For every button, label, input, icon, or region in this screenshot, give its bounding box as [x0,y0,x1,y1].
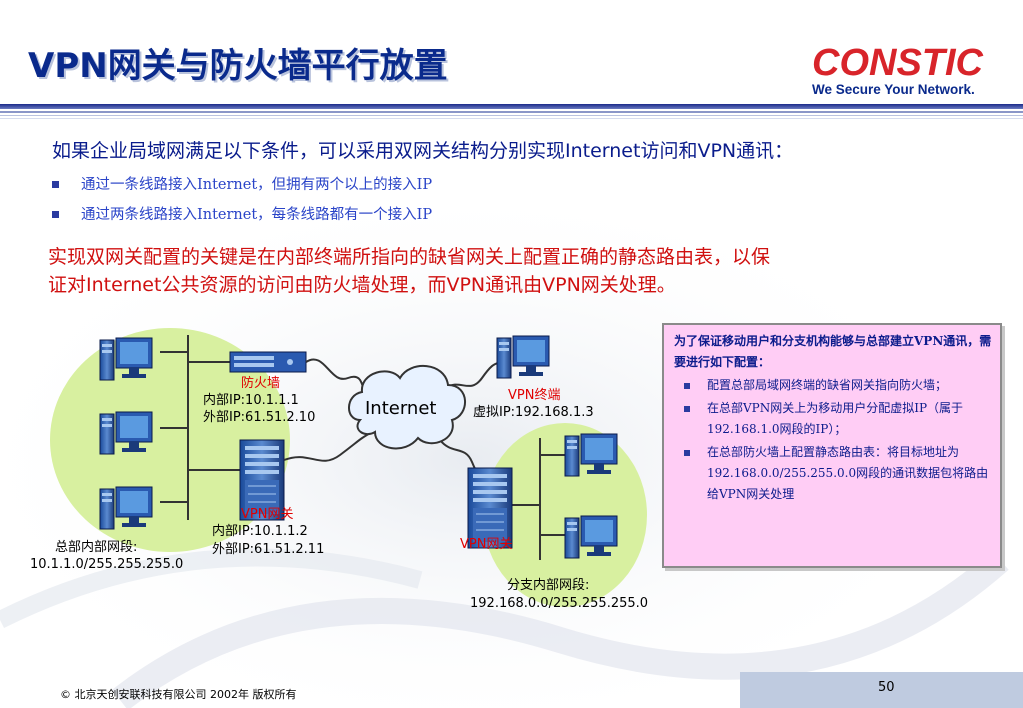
branch-vpn-gateway-icon [467,467,513,549]
note-item-text: 在总部VPN网关上为移动用户分配虚拟IP（属于192.168.1.0网段的IP）… [707,401,964,436]
conditions-headline: 如果企业局域网满足以下条件，可以采用双网关结构分别实现Internet访问和VP… [52,140,794,162]
vpn-terminal-icon [496,335,550,379]
condition-bullet: 通过两条线路接入Internet，每条线路都有一个接入IP [52,203,432,224]
note-item-text: 在总部防火墙上配置静态路由表：将目标地址为192.168.0.0/255.255… [707,445,989,501]
hq-vpn-gateway-label: VPN网关 [241,507,294,522]
constic-logo: CONSTIC We Secure Your Network. [812,44,1012,97]
condition-bullet: 通过一条线路接入Internet，但拥有两个以上的接入IP [52,173,432,194]
firewall-label: 防火墙 [241,376,281,391]
condition-text: 通过一条线路接入Internet，但拥有两个以上的接入IP [81,177,433,193]
configuration-note-box: 为了保证移动用户和分支机构能够与总部建立VPN通讯，需要进行如下配置： 配置总部… [662,323,1002,568]
footer-copyright: © 北京天创安联科技有限公司 2002年 版权所有 [60,688,297,701]
vpn-terminal-virtual-ip: 虚拟IP:192.168.1.3 [473,405,594,420]
internet-cloud-icon [348,364,466,450]
key-point-line: 实现双网关配置的关键是在内部终端所指向的缺省网关上配置正确的静态路由表，以保 [48,246,771,268]
vpn-terminal-label: VPN终端 [508,388,561,403]
page-number: 50 [878,680,895,695]
firewall-icon [229,351,307,373]
key-point-text: 实现双网关配置的关键是在内部终端所指向的缺省网关上配置正确的静态路由表，以保 证… [48,243,968,299]
branch-lan-area [483,423,647,607]
note-item-text: 配置总部局域网终端的缺省网关指向防火墙； [707,378,948,392]
square-bullet-icon [684,383,690,389]
logo-tagline: We Secure Your Network. [812,82,975,97]
firewall-inner-ip: 内部IP:10.1.1.1 [203,393,299,408]
hq-segment-value: 10.1.1.0/255.255.255.0 [30,557,184,572]
key-point-line: 证对Internet公共资源的访问由防火墙处理，而VPN通讯由VPN网关处理。 [48,274,676,296]
firewall-outer-ip: 外部IP:61.51.2.10 [203,410,316,425]
note-intro: 为了保证移动用户和分支机构能够与总部建立VPN通讯，需要进行如下配置： [674,334,992,369]
square-bullet-icon [684,450,690,456]
slide-title: VPN网关与防火墙平行放置 [28,46,448,86]
note-item: 在总部防火墙上配置静态路由表：将目标地址为192.168.0.0/255.255… [674,442,992,505]
hq-vpn-inner-ip: 内部IP:10.1.1.2 [212,524,308,539]
note-item: 配置总部局域网终端的缺省网关指向防火墙； [674,375,992,396]
square-bullet-icon [52,210,59,218]
condition-text: 通过两条线路接入Internet，每条线路都有一个接入IP [81,207,433,223]
branch-segment-label: 分支内部网段: [507,578,590,593]
branch-vpn-gateway-label: VPN网关 [460,537,513,552]
logo-wordmark: CONSTIC [812,42,983,84]
hq-vpn-outer-ip: 外部IP:61.51.2.11 [212,542,325,557]
square-bullet-icon [684,406,690,412]
note-item: 在总部VPN网关上为移动用户分配虚拟IP（属于192.168.1.0网段的IP）… [674,398,992,440]
branch-segment-value: 192.168.0.0/255.255.255.0 [470,596,649,611]
internet-label: Internet [365,398,437,419]
hq-segment-label: 总部内部网段: [55,540,138,555]
square-bullet-icon [52,180,59,188]
